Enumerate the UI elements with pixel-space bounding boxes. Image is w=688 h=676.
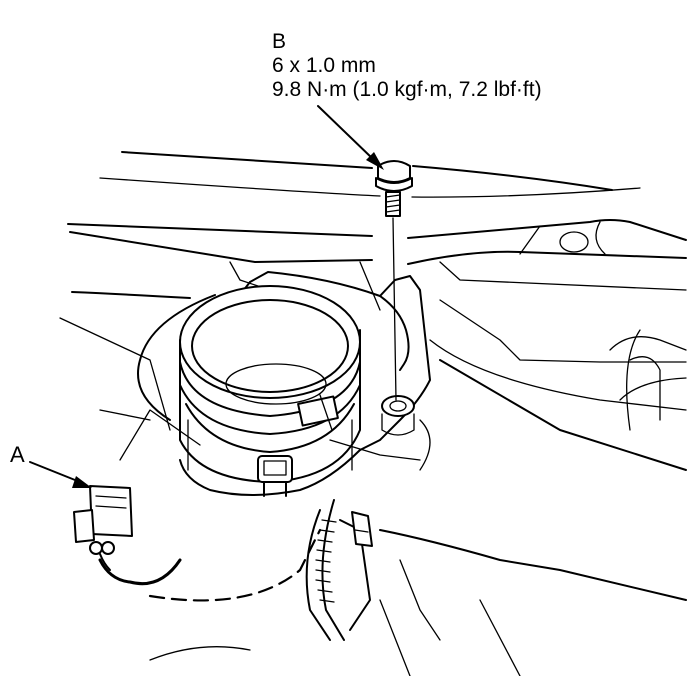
torque-spec: 9.8 N·m (1.0 kgf·m, 7.2 lbf·ft) [272, 78, 542, 101]
leader-arrow-a [29, 461, 92, 488]
wire-harness [98, 499, 373, 641]
bolt-b [375, 160, 413, 217]
leader-arrow-b [317, 105, 384, 170]
bolt-size: 6 x 1.0 mm [272, 54, 376, 77]
callout-b-label: B [272, 30, 287, 53]
engine-bay-lines [59, 291, 687, 676]
engine-bay-panel [67, 151, 687, 311]
throttle-body-connector [257, 455, 293, 497]
bolt-center-line [392, 217, 397, 401]
callout-a-label: A [10, 442, 25, 467]
bolt-mount-hole [381, 395, 415, 436]
throttle-body-bore [179, 285, 361, 483]
callout-b: B 6 x 1.0 mm 9.8 N·m (1.0 kgf·m, 7.2 lbf… [272, 30, 542, 102]
connector-a [73, 485, 133, 571]
